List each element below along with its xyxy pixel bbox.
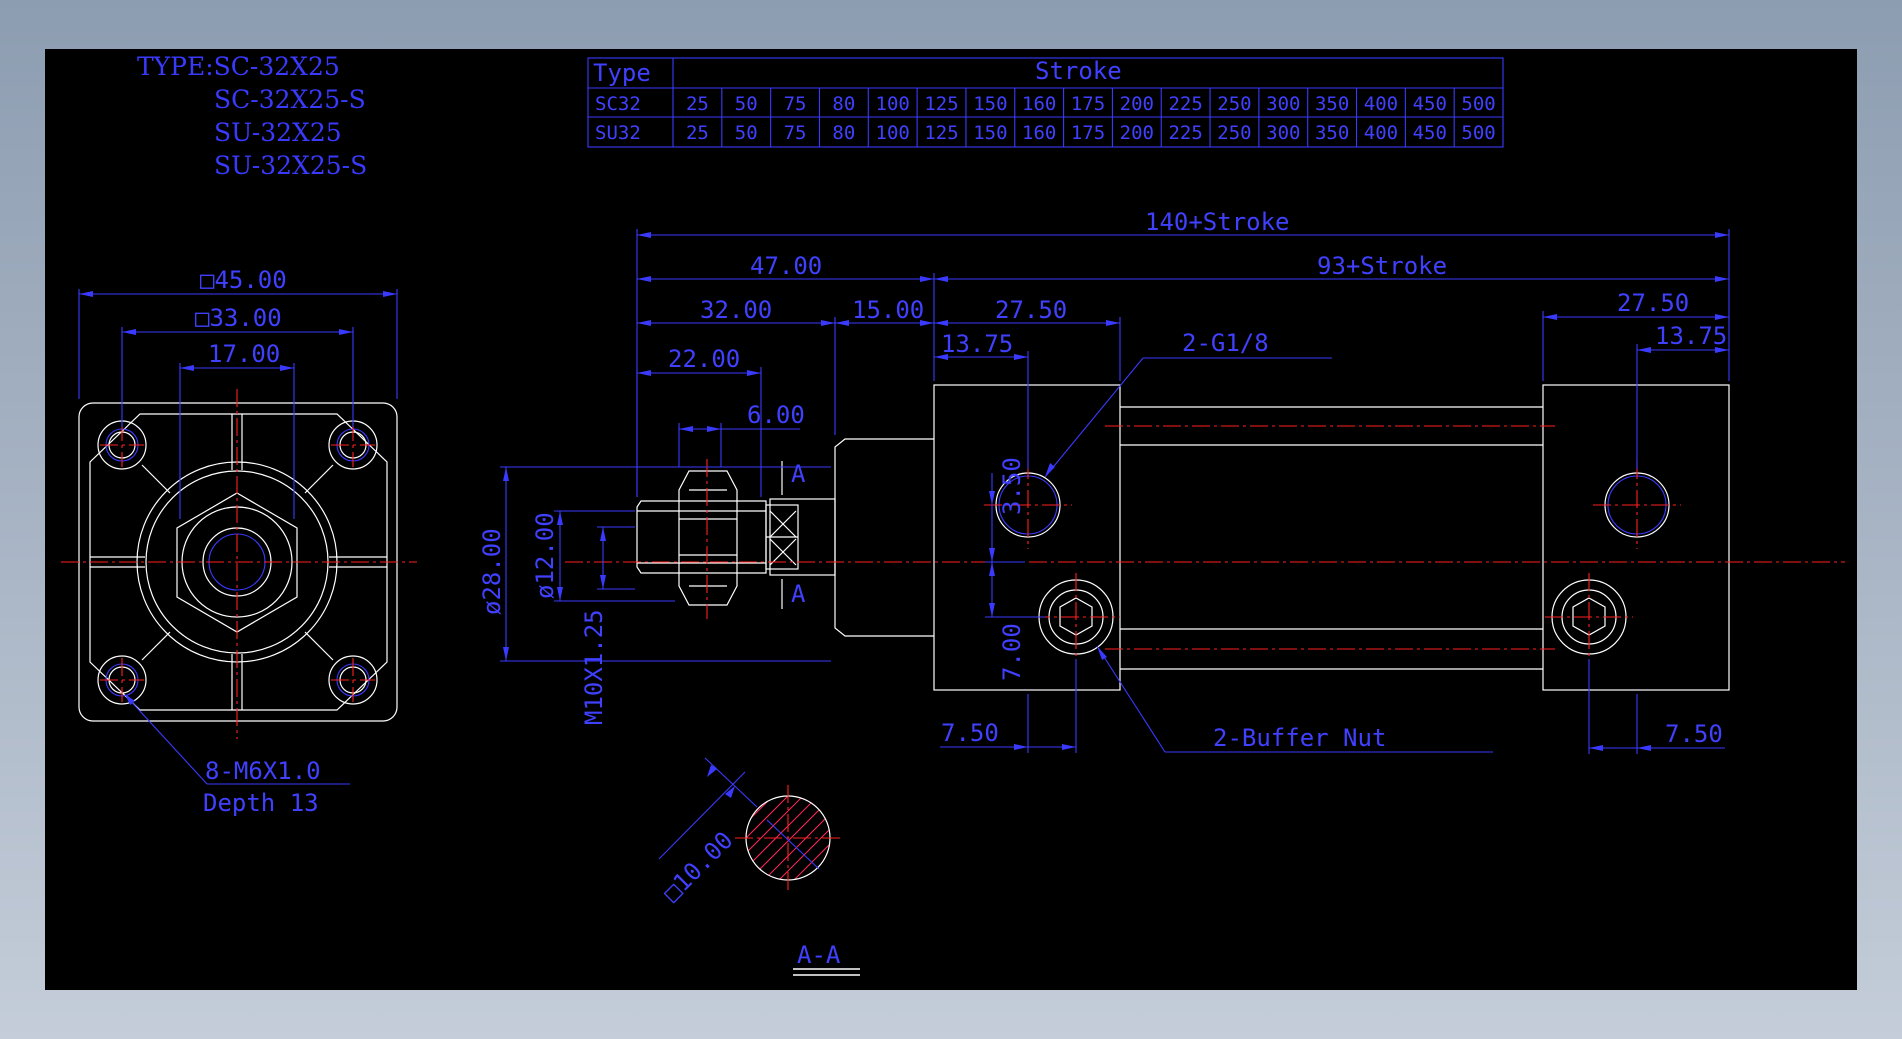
dim-15: 15.00 xyxy=(852,296,924,324)
stroke-table: Type Stroke SC32 SU32 25 25 50 50 75 75 80 80 10… xyxy=(587,57,1504,148)
dim-1375-right: 13.75 xyxy=(1655,322,1727,350)
table-cell-stroke: 200 xyxy=(1120,93,1154,115)
table-cell-stroke: 225 xyxy=(1168,122,1202,144)
dim-47: 47.00 xyxy=(750,252,822,280)
table-cell-stroke: 400 xyxy=(1364,122,1398,144)
cad-drawing-canvas: TYPE:SC-32X25 SC-32X25-S SU-32X25 SU-32X… xyxy=(45,49,1857,990)
table-cells: 25 25 50 50 75 75 80 80 100 100 125 125 150 150 160 160… xyxy=(686,88,1496,147)
table-cell-stroke: 50 xyxy=(735,93,758,115)
type-line-4: SU-32X25-S xyxy=(214,151,367,180)
table-cell-stroke: 150 xyxy=(973,122,1007,144)
dim-93-stroke: 93+Stroke xyxy=(1317,252,1447,280)
table-cell-stroke: 175 xyxy=(1071,122,1105,144)
table-cell-stroke: 100 xyxy=(876,122,910,144)
table-model-sc32: SC32 xyxy=(595,93,641,115)
table-cell-stroke: 350 xyxy=(1315,122,1349,144)
table-header-type: Type xyxy=(593,59,651,87)
table-model-su32: SU32 xyxy=(595,122,641,144)
dim-front-17: 17.00 xyxy=(208,340,280,368)
dim-2750-left: 27.50 xyxy=(995,296,1067,324)
side-view: A A 140+Stroke xyxy=(478,208,1845,754)
dim-22: 22.00 xyxy=(668,345,740,373)
note-thread: 8-M6X1.0 xyxy=(205,757,321,785)
note-buffer-nut: 2-Buffer Nut xyxy=(1213,724,1386,752)
dim-1375-left: 13.75 xyxy=(941,330,1013,358)
table-cell-stroke: 225 xyxy=(1168,93,1202,115)
table-cell-stroke: 50 xyxy=(735,122,758,144)
dim-front-45: □45.00 xyxy=(200,266,287,294)
type-line-3: SU-32X25 xyxy=(214,118,342,147)
dim-section-square: □10.00 xyxy=(657,826,738,907)
table-cell-stroke: 200 xyxy=(1120,122,1154,144)
table-cell-stroke: 125 xyxy=(924,122,958,144)
table-cell-stroke: 160 xyxy=(1022,93,1056,115)
dim-750-right: 7.50 xyxy=(1665,720,1723,748)
dim-thread: M10X1.25 xyxy=(580,609,608,725)
table-header-stroke: Stroke xyxy=(1035,57,1122,85)
dim-dia28: ø28.00 xyxy=(478,528,506,615)
table-cell-stroke: 175 xyxy=(1071,93,1105,115)
table-cell-stroke: 500 xyxy=(1461,122,1495,144)
table-cell-stroke: 25 xyxy=(686,93,709,115)
table-cell-stroke: 160 xyxy=(1022,122,1056,144)
dim-front-33: □33.00 xyxy=(195,304,282,332)
table-cell-stroke: 250 xyxy=(1217,122,1251,144)
front-view: □45.00 □33.00 17.00 8-M6X1.0 Depth 13 xyxy=(61,266,417,817)
note-depth: Depth 13 xyxy=(203,789,319,817)
table-cell-stroke: 80 xyxy=(832,122,855,144)
section-mark-bottom: A xyxy=(791,580,806,608)
type-block: TYPE:SC-32X25 SC-32X25-S SU-32X25 SU-32X… xyxy=(137,52,367,180)
section-a-a: □10.00 A-A xyxy=(657,757,860,976)
table-cell-stroke: 450 xyxy=(1413,122,1447,144)
table-cell-stroke: 100 xyxy=(876,93,910,115)
table-cell-stroke: 300 xyxy=(1266,93,1300,115)
dim-750-left: 7.50 xyxy=(941,719,999,747)
table-cell-stroke: 250 xyxy=(1217,93,1251,115)
type-line-2: SC-32X25-S xyxy=(214,85,366,114)
table-cell-stroke: 125 xyxy=(924,93,958,115)
table-cell-stroke: 25 xyxy=(686,122,709,144)
table-cell-stroke: 450 xyxy=(1413,93,1447,115)
table-cell-stroke: 350 xyxy=(1315,93,1349,115)
table-cell-stroke: 500 xyxy=(1461,93,1495,115)
section-mark-top: A xyxy=(791,460,806,488)
table-cell-stroke: 400 xyxy=(1364,93,1398,115)
table-cell-stroke: 150 xyxy=(973,93,1007,115)
dim-350: 3.50 xyxy=(998,457,1026,515)
dim-total: 140+Stroke xyxy=(1145,208,1290,236)
table-cell-stroke: 80 xyxy=(832,93,855,115)
table-cell-stroke: 75 xyxy=(784,122,807,144)
type-line-1: TYPE:SC-32X25 xyxy=(137,52,340,81)
dim-6: 6.00 xyxy=(747,401,805,429)
dim-700: 7.00 xyxy=(998,623,1026,681)
dim-dia12: ø12.00 xyxy=(531,512,559,599)
table-cell-stroke: 300 xyxy=(1266,122,1300,144)
section-label: A-A xyxy=(797,941,841,969)
dim-2750-right: 27.50 xyxy=(1617,289,1689,317)
table-cell-stroke: 75 xyxy=(784,93,807,115)
note-port: 2-G1/8 xyxy=(1182,329,1269,357)
dim-32: 32.00 xyxy=(700,296,772,324)
cad-drawing: TYPE:SC-32X25 SC-32X25-S SU-32X25 SU-32X… xyxy=(61,52,1845,976)
